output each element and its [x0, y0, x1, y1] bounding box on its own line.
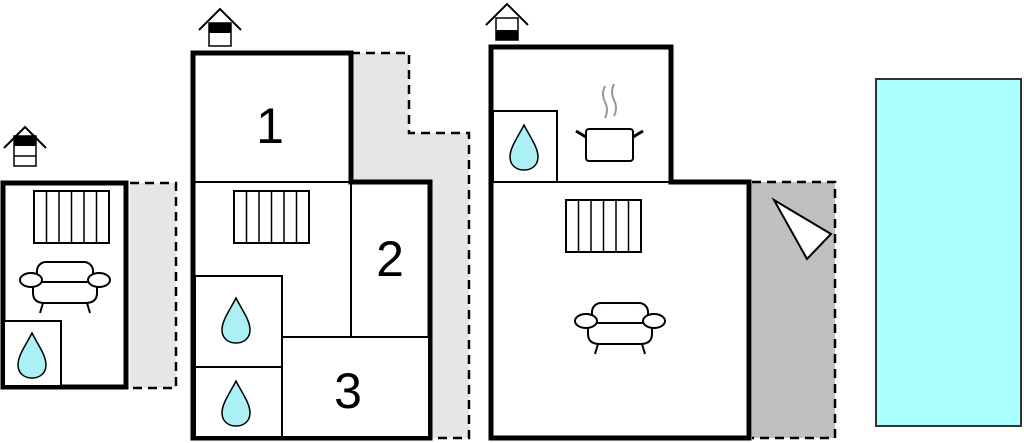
swimming-pool: [875, 78, 1022, 427]
house-floor-icon: [3, 125, 47, 167]
stairs-icon: [565, 199, 642, 253]
building-left: [0, 125, 178, 390]
parasol-icon: [771, 197, 833, 261]
house-floor-icon: [198, 7, 242, 47]
room-3: [281, 336, 430, 438]
stairs-icon: [33, 190, 110, 244]
cooking-pot-icon: [575, 83, 644, 162]
terrace-left: [130, 183, 176, 388]
room-2-label: 2: [376, 231, 404, 287]
terrace-middle: [351, 53, 469, 438]
building-middle: 1 2 3: [190, 7, 471, 441]
stairs-icon: [233, 190, 310, 244]
house-floor-icon: [485, 2, 529, 41]
building-right: [485, 2, 837, 441]
room-3-label: 3: [334, 363, 362, 419]
room-1-label: 1: [256, 98, 284, 154]
